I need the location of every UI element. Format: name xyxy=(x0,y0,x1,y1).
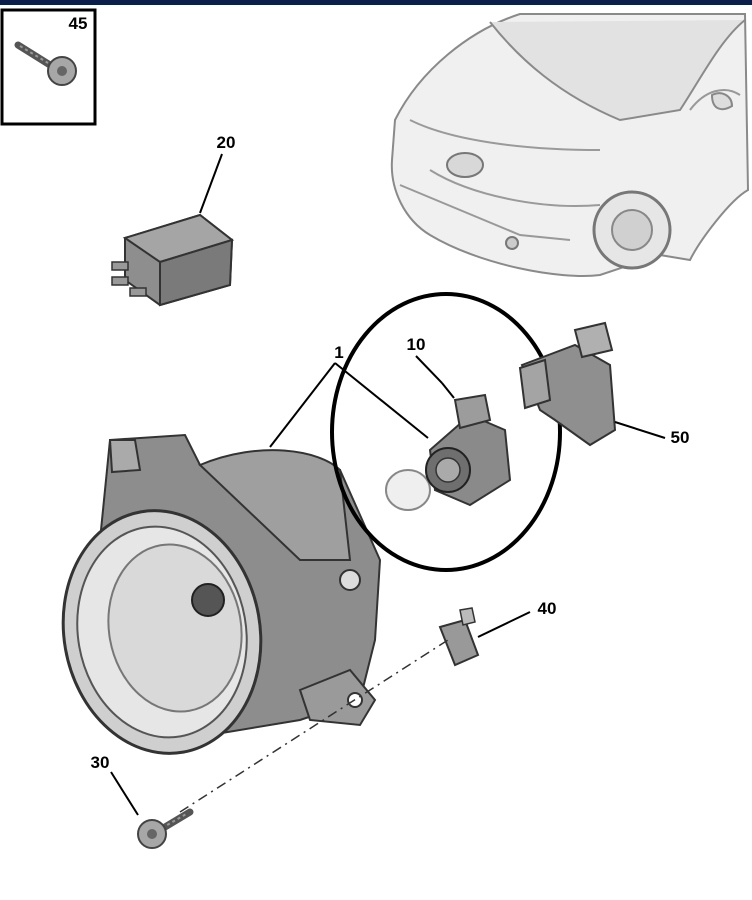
callout-40: 40 xyxy=(538,599,557,618)
callout-10: 10 xyxy=(407,335,426,354)
car-illustration xyxy=(390,13,750,277)
inset-box-45: 45 xyxy=(0,8,97,126)
top-bar xyxy=(0,0,752,5)
callout-30: 30 xyxy=(91,753,110,772)
relay-20[interactable]: 20 xyxy=(111,133,236,307)
clip-40[interactable]: 40 xyxy=(438,599,557,667)
assembly-line xyxy=(179,639,449,813)
screw-45-icon[interactable] xyxy=(14,41,77,86)
callout-45: 45 xyxy=(69,14,88,33)
screw-30[interactable]: 30 xyxy=(91,753,194,849)
callout-1: 1 xyxy=(334,343,343,362)
highlight-ring xyxy=(330,292,562,572)
connector-50[interactable]: 50 xyxy=(518,321,690,447)
bulb-10[interactable]: 10 xyxy=(385,335,512,511)
callout-50: 50 xyxy=(671,428,690,447)
fog-lamp-1[interactable]: 1 xyxy=(44,343,429,769)
callout-20: 20 xyxy=(217,133,236,152)
